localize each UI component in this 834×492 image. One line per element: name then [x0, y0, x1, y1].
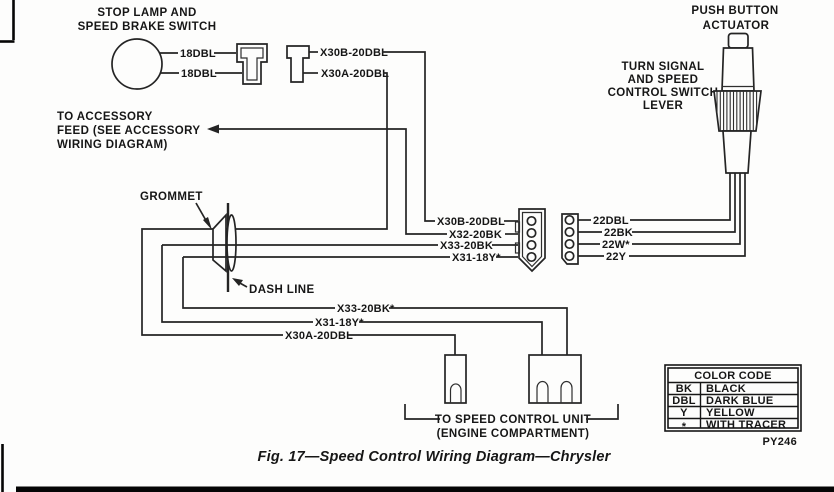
wire-label-x30b-upper: X30B-20DBL — [320, 47, 388, 59]
terminal — [449, 383, 462, 403]
pin — [564, 250, 575, 262]
lever-wires: 22DBL 22BK 22W* 22Y — [578, 173, 746, 263]
pin — [526, 239, 537, 251]
lever-label-2: AND SPEED — [628, 74, 699, 86]
bracket-right — [586, 404, 619, 420]
lever-knurled-knob — [713, 90, 762, 132]
pin — [526, 251, 537, 263]
pin — [564, 214, 575, 226]
actuator-button-icon — [727, 32, 749, 49]
wire-label-x33-lower: X33-20BK* — [337, 303, 395, 315]
wire-label-18dbl-1: 18DBL — [180, 48, 216, 60]
dash-line-label: DASH LINE — [249, 284, 315, 296]
accessory-feed-label-3: WIRING DIAGRAM) — [57, 139, 168, 151]
lever-body — [721, 47, 755, 92]
bulkhead-wires: X33-20BK X31-18Y* X31-18Y* X33-20BK* X30… — [161, 216, 568, 355]
stop-lamp-label-2: SPEED BRAKE SWITCH — [78, 21, 217, 33]
part-code: PY246 — [762, 436, 797, 448]
pin — [564, 226, 575, 238]
color-code-abbr: DBL — [672, 395, 696, 407]
stop-lamp-switch-icon — [111, 38, 163, 90]
color-code-name: BLACK — [706, 383, 746, 395]
upper-harness-connector: X30B-20DBL X30A-20DBL — [141, 45, 435, 336]
lever-label-1: TURN SIGNAL — [622, 61, 705, 73]
stop-lamp-label-1: STOP LAMP AND — [97, 7, 196, 19]
speed-control-unit-connectors: TO SPEED CONTROL UNIT (ENGINE COMPARTMEN… — [404, 354, 619, 440]
switch-harness-connector — [561, 213, 579, 265]
speed-control-unit-label-1: TO SPEED CONTROL UNIT — [435, 414, 591, 426]
wire-accessory-run — [217, 128, 447, 235]
t-connector-icon — [286, 45, 310, 83]
pin — [526, 215, 537, 227]
wire-label-x30b-mid: X30B-20DBL — [437, 216, 505, 228]
wire-label-x31: X31-18Y* — [452, 252, 501, 264]
arrow-up-left-icon — [232, 278, 243, 286]
switch-connector-outer — [236, 43, 268, 85]
accessory-feed-label-1: TO ACCESSORY — [57, 111, 153, 123]
color-code-table: COLOR CODE BK BLACK DBL DARK BLUE Y YELL… — [664, 364, 802, 448]
arrow-down-right-icon — [203, 217, 212, 230]
terminal — [536, 380, 549, 403]
grommet-label: GROMMET — [140, 191, 203, 203]
color-code-title: COLOR CODE — [694, 370, 772, 382]
wire-label-22y: 22Y — [606, 251, 627, 263]
accessory-feed-label-2: FEED (SEE ACCESSORY — [57, 125, 201, 137]
grommet-assembly: GROMMET DASH LINE — [140, 191, 315, 296]
wire-label-18dbl-2: 18DBL — [181, 68, 217, 80]
wire-label-22w: 22W* — [602, 239, 630, 251]
connector-tab — [514, 221, 521, 233]
grommet-flange — [226, 214, 237, 272]
wire-x30b-run — [382, 51, 435, 222]
color-code-abbr: BK — [676, 383, 693, 395]
lever-stem — [722, 130, 752, 174]
bracket-left — [404, 404, 440, 420]
color-code-abbr: Y — [680, 407, 688, 419]
lever-label-4: LEVER — [643, 100, 684, 112]
connector-tab — [514, 242, 521, 254]
figure-caption: Fig. 17—Speed Control Wiring Diagram—Chr… — [258, 449, 612, 465]
wire-label-x30a-upper: X30A-20DBL — [321, 68, 389, 80]
wire-label-x31-lower: X31-18Y* — [315, 317, 364, 329]
pin — [526, 227, 537, 239]
grommet-icon — [212, 212, 227, 273]
color-code-name: YELLOW — [706, 407, 755, 419]
lever-label-3: CONTROL SWITCH — [608, 87, 719, 99]
connector-1pin — [444, 354, 467, 404]
pin — [564, 238, 575, 250]
wire-label-22dbl: 22DBL — [593, 215, 629, 227]
turn-signal-lever-assembly: PUSH BUTTON ACTUATOR TURN SIGNAL AND SPE… — [608, 5, 778, 174]
color-code-abbr: * — [682, 421, 687, 433]
arrow-left-icon — [207, 124, 219, 134]
switch-connector-inner — [240, 47, 264, 81]
wire-label-x30a-lower: X30A-20DBL — [285, 330, 353, 342]
color-code-name: DARK BLUE — [706, 395, 773, 407]
push-button-label-1: PUSH BUTTON — [691, 5, 778, 17]
speed-control-unit-label-2: (ENGINE COMPARTMENT) — [437, 428, 590, 440]
stop-lamp-switch-symbol: STOP LAMP AND SPEED BRAKE SWITCH 18DBL 1… — [78, 7, 268, 90]
wire-x30a-run — [141, 72, 388, 336]
wire-label-22bk: 22BK — [604, 227, 633, 239]
accessory-feed: TO ACCESSORY FEED (SEE ACCESSORY WIRING … — [57, 111, 447, 235]
dash-harness-connector — [514, 208, 546, 273]
wire-label-x32: X32-20BK — [449, 229, 502, 241]
push-button-label-2: ACTUATOR — [703, 20, 770, 32]
terminal — [560, 380, 573, 403]
wire-label-x33: X33-20BK — [440, 240, 493, 252]
color-code-name: WITH TRACER — [706, 419, 786, 431]
knurl-ribs — [716, 91, 758, 131]
